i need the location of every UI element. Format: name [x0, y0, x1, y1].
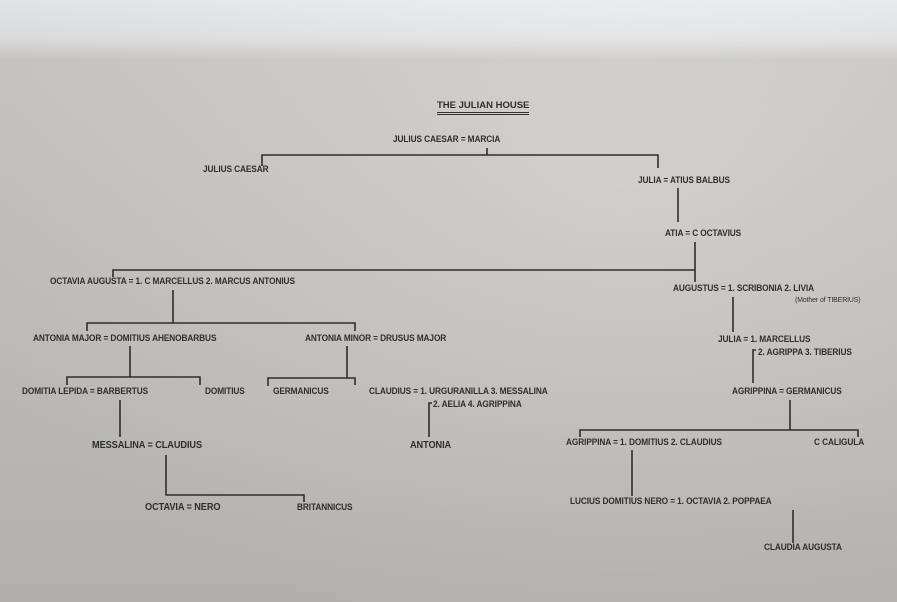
diagram-title: THE JULIAN HOUSE: [437, 100, 530, 115]
line-claudius-antonia: [428, 402, 432, 437]
line-julia-agrippina: [752, 349, 756, 383]
node-britannicus: BRITANNICUS: [297, 502, 353, 512]
node-atia-octavius: ATIA = C OCTAVIUS: [665, 228, 742, 238]
line-octavia-children: [86, 290, 356, 331]
node-antonia: ANTONIA: [410, 440, 452, 451]
node-claudius: CLAUDIUS = 1. URGURANILLA 3. MESSALINA: [369, 386, 548, 396]
node-antonia-minor: ANTONIA MINOR = DRUSUS MAJOR: [305, 333, 447, 343]
line-agrippina-children: [579, 400, 859, 437]
node-julius-caesar-marcia: JULIUS CAESAR = MARCIA: [393, 134, 501, 144]
line-caesar-children: [261, 148, 659, 168]
node-julius-caesar: JULIUS CAESAR: [203, 164, 269, 174]
node-julia-marcellus: JULIA = 1. MARCELLUS: [718, 334, 811, 344]
node-caligula: C CALIGULA: [814, 437, 865, 447]
node-lucius-nero: LUCIUS DOMITIUS NERO = 1. OCTAVIA 2. POP…: [570, 496, 772, 506]
node-germanicus: GERMANICUS: [273, 386, 329, 396]
node-octavia-nero: OCTAVIA = NERO: [145, 502, 221, 513]
node-claudia-augusta: CLAUDIA AUGUSTA: [764, 542, 842, 552]
node-julia-atius: JULIA = ATIUS BALBUS: [638, 175, 730, 185]
node-augustus-note: (Mother of TIBERIUS): [795, 295, 861, 304]
node-augustus: AUGUSTUS = 1. SCRIBONIA 2. LIVIA: [673, 283, 814, 293]
line-antonia-minor-children: [267, 346, 356, 386]
node-domitius: DOMITIUS: [205, 386, 245, 396]
line-messalina-children: [165, 455, 305, 502]
node-messalina-claudius: MESSALINA = CLAUDIUS: [92, 440, 203, 451]
node-octavia-augusta: OCTAVIA AUGUSTA = 1. C MARCELLUS 2. MARC…: [50, 276, 295, 286]
node-agrippina-germanicus: AGRIPPINA = GERMANICUS: [732, 386, 842, 396]
node-agrippina-domitius: AGRIPPINA = 1. DOMITIUS 2. CLAUDIUS: [566, 437, 722, 447]
node-domitia-lepida: DOMITIA LEPIDA = BARBERTUS: [22, 386, 149, 396]
node-claudius-2: 2. AELIA 4. AGRIPPINA: [433, 399, 522, 409]
line-atia-children: [112, 242, 696, 282]
node-julia-marcellus-2: 2. AGRIPPA 3. TIBERIUS: [758, 347, 852, 357]
line-antonia-major-children: [66, 346, 201, 385]
node-antonia-major: ANTONIA MAJOR = DOMITIUS AHENOBARBUS: [33, 333, 217, 343]
